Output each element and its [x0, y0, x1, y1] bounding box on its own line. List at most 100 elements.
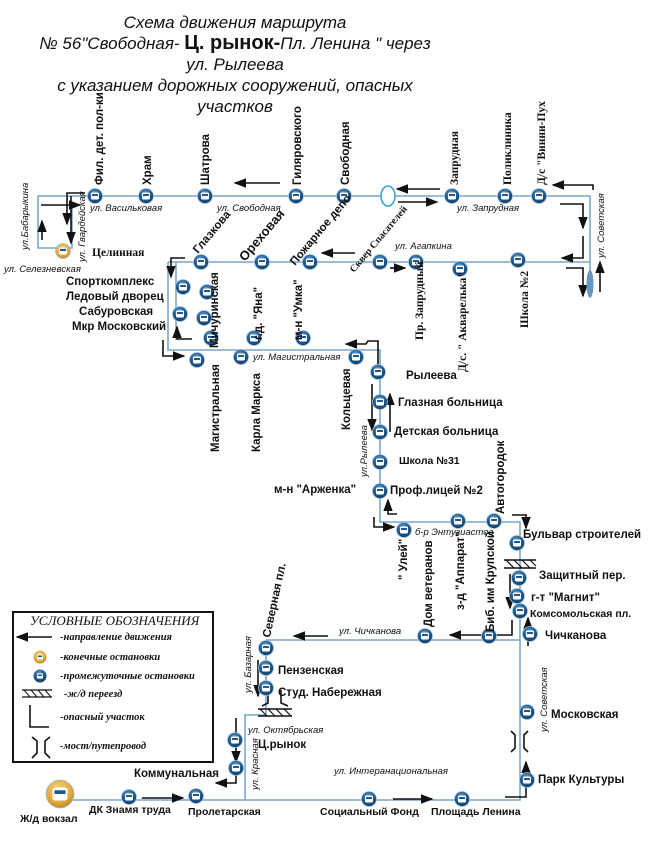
road-internatsionalnaya [60, 785, 521, 801]
bus-stop-gd-yana [246, 330, 262, 346]
bus-stop-uley [396, 522, 412, 538]
bus-stop-proletarskaya [188, 788, 204, 804]
bus-stop-penzenskaya [258, 660, 274, 676]
street-internatsionalnaya: ул. Интеранациональная [333, 766, 448, 777]
bus-stop-bulvar-stroiteley [509, 535, 525, 551]
label-ds-vinni: Д/с "Винни-Пух [536, 101, 548, 185]
street-seleznevskaya: ул. Селезневская [3, 264, 81, 275]
arrow-mkr-right [162, 340, 186, 361]
bridge-icon [31, 736, 51, 759]
bus-stop-ds-akvarelka [452, 261, 468, 277]
title-line-5: участков [197, 97, 273, 116]
legend-label-intermediate: -промежуточные остановки [60, 671, 195, 682]
bus-stop-sotsialny-fond [361, 791, 377, 807]
legend-title: УСЛОВНЫЕ ОБОЗНАЧЕНИЯ [30, 613, 201, 628]
legend-label-railway: -ж/д переезд [64, 689, 122, 700]
label-mn-umka: м-н "Умка" [293, 279, 305, 340]
label-mkr-moskovsky: Мкр Московский [72, 321, 166, 333]
bus-stop-mkr-moskovsky [196, 310, 212, 326]
arrow-entuziastov [373, 517, 396, 532]
arrow-proflitsey-up [383, 498, 397, 515]
bus-stop-park-kultury [519, 772, 535, 788]
bus-stop-ds-vinni [531, 188, 547, 204]
label-proletarskaya: Пролетарская [188, 806, 261, 818]
label-ploshchad-lenina: Площадь Ленина [431, 806, 521, 818]
street-zaprudnaya: ул. Запрудная [456, 203, 519, 214]
bus-stop-magistralnaya [189, 352, 205, 368]
street-svobodnaya: ул. Свободная [216, 203, 281, 214]
railway-crossing-naberezhnaya-icon [258, 690, 292, 717]
bus-stop-zd-apparat [450, 513, 466, 529]
arrow-bib-left [448, 620, 513, 640]
bus-stop-magnit [509, 588, 525, 604]
arrow-glazkova-down [166, 257, 185, 279]
label-zhd-vokzal: Ж/д вокзал [19, 813, 78, 825]
bus-stop-shkola31 [372, 454, 388, 470]
arrow-bulvar [512, 514, 531, 530]
street-krasnaya: ул. Красная [250, 738, 261, 791]
street-gvardeyskaya: ул. Гвардейская [77, 191, 88, 263]
bus-stop-stud-naberezhnaya [258, 680, 274, 696]
label-magistralnaya: Магистральная [210, 364, 222, 452]
bus-stop-karla-marksa [233, 349, 249, 365]
bus-stop-shatrova [197, 188, 213, 204]
roundabout-icon [380, 185, 396, 207]
label-uley: " Улей" [398, 539, 410, 580]
intermediate-stop-icon [33, 669, 47, 683]
label-tselinnaya: Целинная [92, 247, 144, 259]
bus-stop-moskovskaya [519, 704, 535, 720]
label-komsomolskaya: Комсомольская пл. [530, 608, 631, 620]
legend-label-direction: -направление движения [60, 632, 173, 643]
bus-stop-avtogorodok [486, 513, 502, 529]
bus-stop-proflitsey2 [372, 483, 388, 499]
bus-stop-ryleeva [370, 364, 386, 380]
map-title: Схема движения маршрута № 56"Свободная- … [0, 12, 470, 117]
bus-stop-zashchitny [511, 570, 527, 586]
label-hram: Храм [142, 155, 154, 185]
label-proflitsey2: Проф.лицей №2 [390, 485, 483, 497]
label-zaprudnaya: Запрудная [449, 131, 461, 185]
street-sovetskaya-bottom: ул. Советская [539, 667, 550, 733]
street-agapkina: ул. Агапкина [394, 241, 452, 252]
label-pozharnoe-depo: Пожарное депо [288, 193, 354, 268]
bus-stop-hram [138, 188, 154, 204]
bus-stop-skver-spasateley [372, 254, 388, 270]
street-vasilkovaya: ул. Васильковая [89, 203, 162, 214]
label-dk-znamya: ДК Знамя труда [89, 804, 171, 816]
label-stud-naberezhnaya: Студ. Набережная [278, 687, 382, 699]
bus-stop-detskaya [372, 424, 388, 440]
title-route-mid: Ц. рынок- [184, 32, 281, 54]
title-route-start: № 56"Свободная- [39, 34, 185, 53]
arrow-kommunalnaya [214, 774, 237, 788]
label-michurinskaya: Мичуринская [209, 272, 221, 348]
stops [45, 188, 547, 809]
street-chichkanova: ул. Чичканова [338, 626, 401, 637]
legend-label-danger: -опасный участок [60, 712, 145, 723]
bridge-moskovskaya-icon [510, 730, 529, 753]
label-detskaya: Детская больница [394, 426, 499, 438]
bus-stop-kommunalnaya [228, 760, 244, 776]
label-shatrova: Шатрова [200, 133, 212, 185]
arrow-magistralnaya [344, 339, 379, 374]
railway-crossing-bulvar-icon [504, 559, 537, 569]
arrow-mich-up [172, 325, 192, 340]
bus-stop-ledovy-dvorets [199, 284, 215, 300]
label-glaznaya: Глазная больница [398, 397, 503, 409]
label-dom-veteranov: Дом ветеранов [423, 540, 435, 627]
legend: УСЛОВНЫЕ ОБОЗНАЧЕНИЯ -направление движен… [12, 611, 214, 763]
legend-label-bridge: -мост/путепровод [60, 741, 146, 752]
bus-stop-zhd-vokzal [45, 779, 75, 809]
bus-stop-ploshchad-lenina [454, 791, 470, 807]
road-svobodnaya-zaprudnaya [38, 195, 591, 290]
bridge-sovetskaya-icon [586, 270, 594, 298]
arrow-sovetskaya-left [560, 236, 584, 263]
bus-stop-poliklinika [497, 188, 513, 204]
street-magistralnaya: ул. Магистральная [252, 352, 341, 363]
road-structures [258, 185, 594, 753]
label-bulvar: Бульвар строителей [523, 529, 641, 541]
label-arzhenka: м-н "Арженка" [274, 484, 356, 496]
label-avtogorodok: Автогородок [495, 440, 507, 514]
street-sovetskaya-top: ул. Советская [596, 193, 607, 259]
label-ledovy: Ледовый дворец [66, 291, 164, 303]
